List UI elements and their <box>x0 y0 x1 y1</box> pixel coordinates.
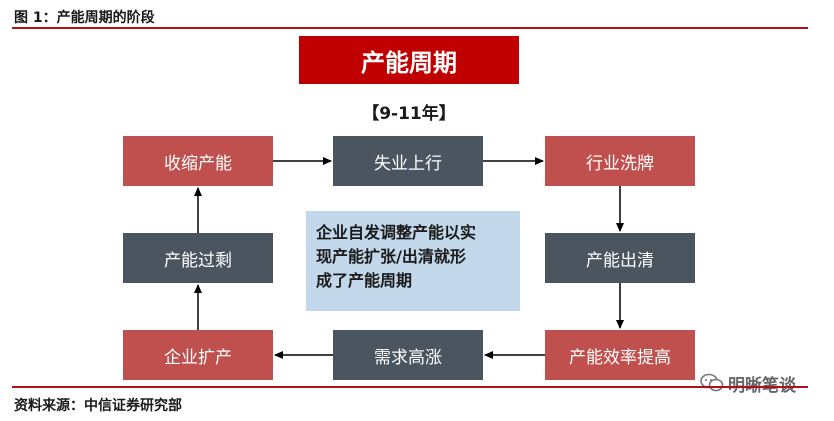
node-shrink-capacity: 收缩产能 <box>123 136 273 186</box>
node-overcapacity: 产能过剩 <box>123 233 273 283</box>
cycle-banner: 产能周期 <box>299 36 519 84</box>
top-rule <box>12 27 808 29</box>
node-capacity-expansion: 企业扩产 <box>123 330 273 380</box>
watermark: 明晰笔谈 <box>700 373 796 396</box>
center-note-line-2: 现产能扩张/出清就形 <box>316 247 466 266</box>
node-capacity-clearing: 产能出清 <box>545 233 695 283</box>
node-demand-surge: 需求高涨 <box>333 330 483 380</box>
source-note: 资料来源：中信证券研究部 <box>14 398 182 414</box>
center-note-line-1: 企业自发调整产能以实 <box>316 223 477 242</box>
node-industry-shuffle: 行业洗牌 <box>545 136 695 186</box>
bottom-rule <box>12 386 808 388</box>
node-unemployment-rise: 失业上行 <box>333 136 483 186</box>
figure-title: 图 1：产能周期的阶段 <box>14 10 155 26</box>
node-efficiency-improve: 产能效率提高 <box>545 330 695 380</box>
center-note-line-3: 成了产能周期 <box>316 271 413 290</box>
period-label: 【9-11年】 <box>362 104 456 124</box>
chat-bubble-icon <box>700 373 724 392</box>
watermark-text: 明晰笔谈 <box>728 375 796 396</box>
center-note: 企业自发调整产能以实 现产能扩张/出清就形 成了产能周期 <box>306 211 520 311</box>
